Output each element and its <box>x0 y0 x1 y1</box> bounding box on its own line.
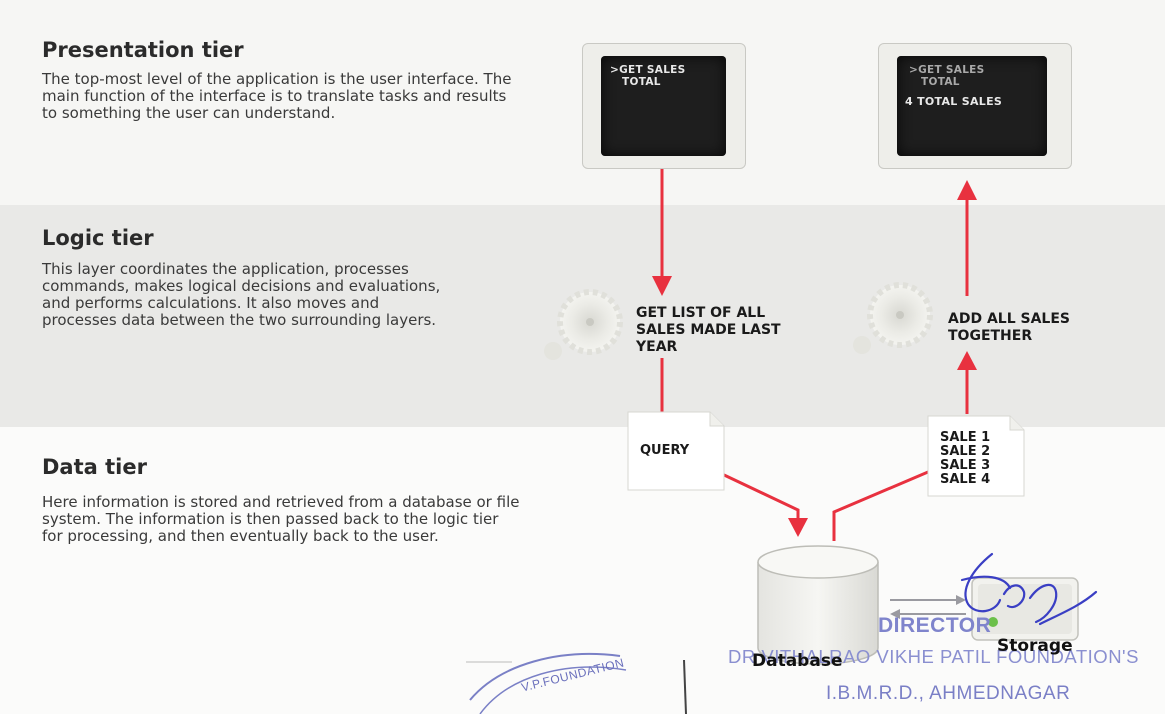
screen-text: 4 TOTAL SALES <box>905 95 1002 108</box>
database-label: Database <box>752 651 842 671</box>
request-step-label: GET LIST OF ALL SALES MADE LAST YEAR <box>636 305 816 356</box>
response-step-label: ADD ALL SALES TOGETHER <box>948 311 1098 345</box>
stamp-institute: I.B.M.R.D., AHMEDNAGAR <box>826 683 1070 705</box>
stamp-title: DIRECTOR <box>878 614 991 638</box>
result-item: SALE 2 <box>940 445 990 458</box>
query-label: QUERY <box>640 444 689 457</box>
screen-icon: >GET SALES TOTAL <box>601 56 726 156</box>
client-device-request: >GET SALES TOTAL <box>582 43 746 169</box>
client-device-response: >GET SALES TOTAL 4 TOTAL SALES <box>878 43 1072 169</box>
screen-text: TOTAL <box>622 76 661 88</box>
gear-icon <box>544 292 620 360</box>
screen-text: >GET SALES <box>610 64 686 76</box>
storage-label: Storage <box>997 636 1073 656</box>
seal <box>466 654 686 714</box>
result-item: SALE 4 <box>940 473 990 486</box>
screen-text: >GET SALES <box>909 64 985 76</box>
result-item: SALE 3 <box>940 459 990 472</box>
screen-icon: >GET SALES TOTAL 4 TOTAL SALES <box>897 56 1047 156</box>
screen-text: TOTAL <box>921 76 960 88</box>
gear-icon <box>853 285 930 354</box>
result-item: SALE 1 <box>940 431 990 444</box>
